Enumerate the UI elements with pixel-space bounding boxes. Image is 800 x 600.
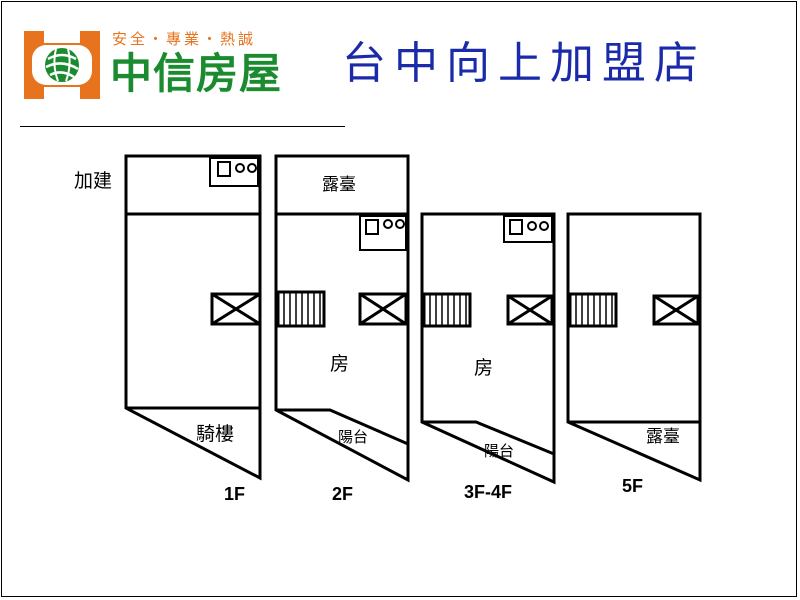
header-divider — [20, 126, 345, 127]
room-label-2f: 房 — [330, 353, 349, 375]
plan-1f — [124, 154, 262, 481]
staircase-icon — [422, 292, 472, 328]
terrace-label-5f: 露臺 — [646, 427, 680, 447]
bathroom-fixture-icon — [503, 215, 553, 243]
floor-label-2f: 2F — [332, 484, 353, 504]
stair-opening-icon — [358, 292, 408, 326]
staircase-icon — [568, 292, 618, 328]
extension-label: 加建 — [74, 170, 112, 192]
staircase-icon — [276, 290, 326, 328]
floor-label-3f-4f: 3F-4F — [464, 482, 512, 502]
stair-opening-icon — [652, 294, 700, 326]
bathroom-fixture-icon — [209, 157, 259, 187]
stair-opening-icon — [210, 292, 262, 326]
plan-5f — [566, 212, 702, 483]
logo-company-name: 中信房屋 — [110, 49, 283, 98]
store-title: 台中向上加盟店 — [342, 38, 706, 89]
balcony-label-2f: 陽台 — [338, 428, 368, 446]
plan-3f-4f — [420, 212, 556, 485]
company-logo: 安全・專業・熱誠 中信房屋 — [24, 28, 304, 102]
stair-opening-icon — [506, 294, 554, 326]
floor-label-1f: 1F — [224, 484, 245, 504]
logo-slogan: 安全・專業・熱誠 — [112, 30, 257, 48]
terrace-label-2f: 露臺 — [322, 175, 356, 195]
floor-label-5f: 5F — [622, 476, 643, 496]
room-label-3f-4f: 房 — [474, 357, 493, 379]
plan-2f — [274, 154, 410, 483]
bathroom-fixture-icon — [359, 215, 407, 251]
arcade-label: 騎樓 — [196, 423, 234, 445]
globe-logo-icon — [24, 31, 100, 99]
balcony-label-3f-4f: 陽台 — [484, 442, 514, 460]
